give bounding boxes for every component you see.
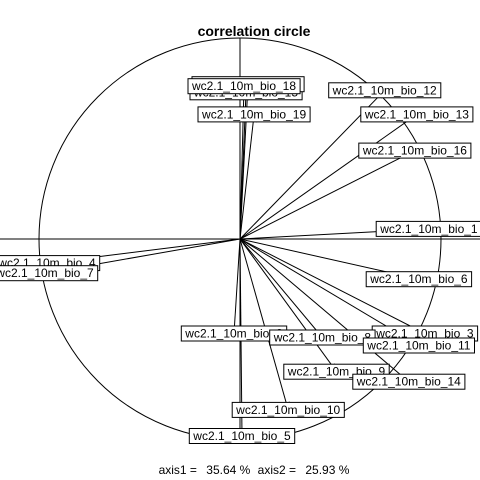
variable-label: wc2.1_10m_bio_11 [362,337,475,354]
loading-arrow [234,238,241,334]
variable-label: wc2.1_10m_bio_19 [197,106,311,123]
label-box [328,82,442,99]
label-box [0,265,99,282]
variable-name: wc2.1_10m_bio_1 [379,222,478,236]
variable-label: wc2.1_10m_bio_6 [365,271,473,288]
axis2-label: axis2 = [258,463,296,477]
variable-name: wc2.1_10m_bio_5 [192,429,291,443]
variable-name: wc2.1_10m_bio_11 [366,339,471,353]
variable-label: wc2.1_10m_bio_16 [358,142,472,159]
label-box [187,78,301,95]
label-box [197,106,311,123]
variable-name: wc2.1_10m_bio_6 [369,272,468,286]
axis2-value: 25.93 % [305,463,349,477]
footer-axis-info: axis1 = 35.64 % axis2 = 25.93 % [159,463,350,477]
variable-name: wc2.1_10m_bio_2 [184,327,283,341]
axis1-value: 35.64 % [206,463,250,477]
variable-label: wc2.1_10m_bio_13 [360,106,474,123]
label-box [358,142,472,159]
variable-name: wc2.1_10m_bio_16 [362,144,467,158]
loading-arrow [239,114,254,240]
label-box [360,106,474,123]
variable-label: wc2.1_10m_bio_18 [187,78,301,95]
label-box [352,373,466,390]
variable-name: wc2.1_10m_bio_19 [201,107,306,121]
variable-label: wc2.1_10m_bio_7 [0,265,99,282]
variable-name: wc2.1_10m_bio_12 [332,83,437,97]
variable-name: wc2.1_10m_bio_10 [235,403,340,417]
loading-arrow [239,238,322,338]
variable-label: wc2.1_10m_bio_5 [188,428,296,444]
variable-name: wc2.1_10m_bio_3 [375,327,474,341]
variable-name: wc2.1_10m_bio_13 [364,107,469,121]
variable-label: wc2.1_10m_bio_14 [352,373,466,390]
chart-title: correlation circle [198,23,311,39]
label-box [188,428,296,444]
loading-arrow [239,238,425,334]
variable-label: wc2.1_10m_bio_3 [371,325,479,342]
loading-arrow [239,238,288,410]
variable-label: wc2.1_10m_bio_12 [328,82,442,99]
variable-label: wc2.1_10m_bio_1 [375,220,480,237]
loading-arrow [239,114,417,240]
variable-label: wc2.1_10m_bio_8 [269,329,376,346]
label-box [362,337,475,354]
variable-name: wc2.1_10m_bio_8 [273,331,372,345]
variable-name: wc2.1_10m_bio_14 [356,375,461,389]
loading-arrow [239,238,337,372]
axis1-label: axis1 = [159,463,197,477]
loading-arrow [239,151,415,240]
variable-label: wc2.1_10m_bio_10 [231,401,345,418]
label-box [231,401,345,418]
label-box [375,220,480,237]
variable-name: wc2.1_10m_bio_18 [191,79,296,93]
variable-name: wc2.1_10m_bio_7 [0,266,94,280]
loading-arrow [239,238,409,382]
label-box [365,271,473,288]
